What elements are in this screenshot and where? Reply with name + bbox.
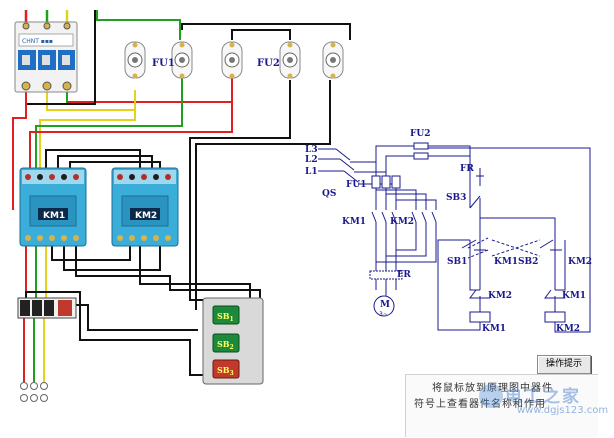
fr-main-label[interactable]: FR [397,270,411,280]
phase-l2-label: L2 [305,155,318,165]
fr-nc-label[interactable]: FR [460,164,474,174]
circuit-breaker[interactable]: CHNT ▪▪▪ [14,21,78,93]
sb2-label-main: SB [217,339,230,349]
km1-main-label[interactable]: KM1 [342,217,366,227]
km1-coil-label[interactable]: KM1 [482,324,506,334]
sb2-label: SB2 [217,339,234,351]
fu2-schematic-label[interactable]: FU2 [410,129,431,139]
sb1-label-main: SB [217,311,230,321]
phase-l1-label: L1 [305,167,318,177]
km1-contactor-label: KM1 [43,211,65,221]
sb2-button[interactable] [212,333,240,353]
sb1-schematic-label[interactable]: SB1 [447,257,467,267]
sb3-button[interactable] [212,359,240,379]
sb2-schematic-label[interactable]: SB2 [518,257,538,267]
sb3-schematic-label[interactable]: SB3 [446,193,466,203]
schematic-symbols [369,142,566,323]
sb2-label-sub: 2 [230,344,234,351]
wiring-canvas: CHNT ▪▪▪ FU1 FU2 KM1 [12,10,592,402]
contactor-km1[interactable] [19,167,87,247]
motor-letter: M [380,300,390,310]
hint-panel: 将鼠标放到原理图中器件 符号上查看器件名称和作用 [405,374,598,437]
sb3-label: SB3 [217,365,234,377]
fuse-holders[interactable] [124,41,344,79]
hint-line-2: 符号上查看器件名称和作用 [414,399,546,410]
svg-text:CHNT ▪▪▪: CHNT ▪▪▪ [22,38,53,45]
thermal-overload-relay[interactable] [17,297,77,319]
qs-label[interactable]: QS [322,189,336,199]
operation-hint-button[interactable]: 操作提示 [537,355,591,374]
sb1-button[interactable] [212,305,240,325]
hint-line-1: 将鼠标放到原理图中器件 [432,383,553,394]
sb3-label-sub: 3 [230,370,234,377]
km1-hold-label[interactable]: KM1 [494,257,518,267]
sb1-label: SB1 [217,311,234,323]
contactor-km2[interactable] [111,167,179,247]
km2-contactor-label: KM2 [135,211,157,221]
motor-phase: 3~ [379,311,388,318]
sb1-label-sub: 1 [230,316,234,323]
km2-coil-label[interactable]: KM2 [556,324,580,334]
sb3-label-main: SB [217,365,230,375]
km2-main-label[interactable]: KM2 [390,217,414,227]
motor-symbol[interactable] [373,295,395,317]
fu2-label: FU2 [257,58,280,69]
km2-interlock-label[interactable]: KM2 [488,291,512,301]
schematic-lines [318,145,591,333]
physical-wiring [12,10,351,382]
km2-hold-label[interactable]: KM2 [568,257,592,267]
phase-l3-label: L3 [305,145,318,155]
km1-interlock-label[interactable]: KM1 [562,291,586,301]
motor-terminals[interactable] [20,382,48,402]
fu1-schematic-label[interactable]: FU1 [346,180,367,190]
fu1-label: FU1 [152,58,175,69]
